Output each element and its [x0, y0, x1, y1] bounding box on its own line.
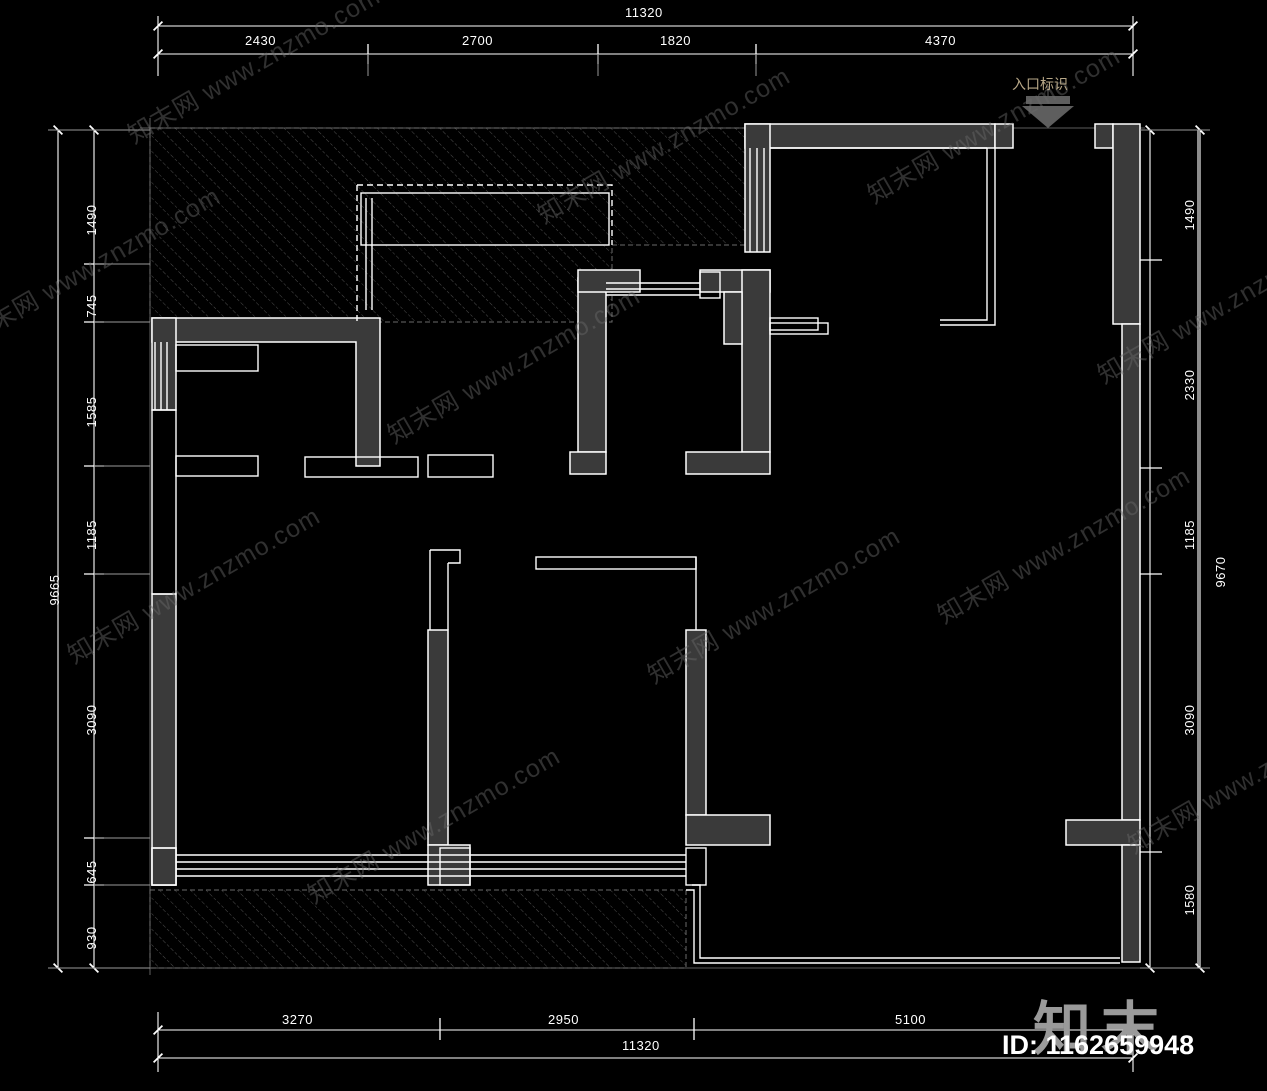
- dimension-left-group: [48, 124, 150, 974]
- dim-right-overall: 9670: [1213, 556, 1228, 588]
- window-left-lower: [151, 847, 177, 886]
- bath-door-jamb: [699, 271, 721, 299]
- dim-bottom-seg-1: 3270: [282, 1012, 313, 1027]
- window-left-upper: [151, 409, 177, 595]
- closet-column-top: [430, 549, 461, 564]
- kitchen-inner-right-2: [940, 148, 996, 326]
- dim-bottom-seg-2: 2950: [548, 1012, 579, 1027]
- wall-bedroom2-partition: [427, 629, 449, 846]
- kitchen-inner-right: [940, 148, 988, 321]
- dim-left-seg-7: 930: [84, 926, 99, 950]
- dim-left-seg-4: 1185: [84, 520, 99, 550]
- dim-right-seg-4: 3090: [1182, 704, 1197, 736]
- dim-left-seg-3: 1585: [84, 396, 99, 428]
- wall-group: [151, 123, 1141, 963]
- dimension-top-group: [152, 16, 1139, 76]
- wall-entry-jamb-right: [1094, 123, 1114, 149]
- wall-bath-right-foot: [685, 451, 771, 475]
- entrance-arrow-icon: [1022, 86, 1074, 128]
- dim-right-seg-2: 2330: [1182, 369, 1197, 401]
- dim-top-seg-3: 1820: [660, 33, 691, 48]
- dimension-bottom-group: [152, 1012, 1139, 1072]
- dim-right-seg-3: 1185: [1182, 520, 1197, 550]
- dim-left-overall: 9665: [47, 574, 62, 606]
- terrace-outline-inner: [692, 884, 1120, 959]
- wall-living-divider: [685, 629, 707, 816]
- ledge-upper-left-a: [175, 344, 259, 372]
- dim-left-seg-1: 1490: [84, 204, 99, 236]
- wall-exterior-right-lower: [1121, 844, 1141, 963]
- wall-bath-inner-niche: [723, 291, 743, 345]
- ledge-upper-left-d: [427, 454, 494, 478]
- hatched-region-upper-left: [149, 127, 746, 323]
- drawing-id-label: ID: 1162659948: [1002, 1030, 1195, 1060]
- wall-entry-jamb-left: [994, 123, 1014, 149]
- ledge-upper-left-c: [304, 456, 419, 478]
- dim-bottom-seg-3: 5100: [895, 1012, 926, 1027]
- wall-bedroom-upper-left: [151, 317, 381, 467]
- entrance-marker-label: 入口标识: [1012, 76, 1068, 92]
- wall-exterior-right-return: [1065, 819, 1141, 846]
- wall-top-kitchen: [744, 123, 996, 149]
- wall-bedroom2-partition-foot: [427, 844, 471, 886]
- kitchen-sill: [769, 317, 819, 331]
- dim-right-seg-1: 1490: [1182, 199, 1197, 231]
- dim-left-seg-6: 645: [84, 860, 99, 884]
- hatched-region-bottom-balcony: [149, 889, 687, 969]
- dimension-right-group: [1140, 124, 1210, 974]
- dim-top-seg-1: 2430: [245, 33, 276, 48]
- wall-exterior-right-mid: [1121, 323, 1141, 821]
- wall-bath-left-pier: [577, 277, 607, 453]
- dim-top-seg-4: 4370: [925, 33, 956, 48]
- wall-bath-top-left: [577, 269, 641, 293]
- dim-right-seg-5: 1580: [1182, 884, 1197, 916]
- ledge-living-top: [535, 556, 697, 570]
- dim-left-seg-2: 745: [84, 294, 99, 318]
- wall-bath-right-pier: [741, 269, 771, 453]
- dim-top-seg-2: 2700: [462, 33, 493, 48]
- dim-top-overall: 11320: [625, 5, 663, 20]
- wall-exterior-left-lower: [151, 593, 177, 886]
- balcony-door-center-jamb: [439, 847, 471, 886]
- dim-bottom-overall: 11320: [622, 1038, 660, 1053]
- wall-exterior-left-sill: [151, 847, 177, 886]
- dim-left-seg-5: 3090: [84, 704, 99, 736]
- ledge-upper-left-b: [175, 455, 259, 477]
- wall-bath-left-foot: [569, 451, 607, 475]
- terrace-outline-outer: [686, 889, 1120, 964]
- soffit-dashed-outline: [357, 184, 613, 245]
- wall-living-divider-foot: [685, 814, 771, 846]
- opening-group: [151, 147, 1120, 964]
- bath-ledge-right: [769, 322, 829, 335]
- balcony-door-right-jamb: [685, 847, 707, 886]
- kitchen-counter-outline: [360, 192, 610, 246]
- wall-exterior-right-upper: [1112, 123, 1141, 325]
